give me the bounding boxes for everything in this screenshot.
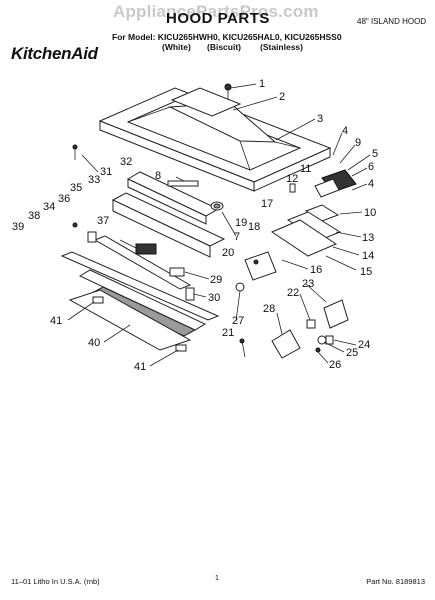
- screw-34: [72, 222, 78, 228]
- clip-41a: [92, 296, 104, 304]
- callout-31: 31: [100, 166, 112, 178]
- footer-part-number: Part No. 8189813: [366, 577, 425, 586]
- callout-12: 12: [286, 173, 298, 185]
- socket-24: [325, 335, 334, 345]
- blower-7: [210, 201, 224, 211]
- callout-4b: 4: [368, 178, 374, 190]
- cover-23: [323, 299, 349, 329]
- socket-29: [169, 267, 185, 277]
- callout-17: 17: [261, 198, 273, 210]
- callout-8: 8: [155, 170, 161, 182]
- callout-33: 33: [88, 174, 100, 186]
- callout-38: 38: [28, 210, 40, 222]
- callout-41b: 41: [134, 361, 146, 373]
- callouts: 1 2 3 4 9 5 6 4 10 11 12 13 14 15 16 17 …: [12, 78, 378, 373]
- callout-14: 14: [362, 250, 374, 262]
- callout-25: 25: [346, 347, 358, 359]
- screw-31: [72, 144, 78, 160]
- hood-canopy: [98, 87, 332, 192]
- callout-40: 40: [88, 337, 100, 349]
- callout-15: 15: [360, 266, 372, 278]
- control-board: [244, 251, 277, 281]
- screw-1: [224, 83, 232, 100]
- footer-page-number: 1: [215, 575, 219, 582]
- bracket-21: [239, 338, 246, 358]
- callout-22: 22: [287, 287, 299, 299]
- callout-36: 36: [58, 193, 70, 205]
- callout-18: 18: [248, 221, 260, 233]
- variant-biscuit: (Biscuit): [207, 42, 241, 52]
- model-numbers: For Model: KICU265HWH0, KICU265HAL0, KIC…: [112, 32, 342, 42]
- callout-26: 26: [329, 359, 341, 371]
- clip-22: [306, 319, 316, 329]
- callout-37: 37: [97, 215, 109, 227]
- callout-2: 2: [279, 91, 285, 103]
- transformer-35: [119, 239, 157, 255]
- callout-1: 1: [259, 78, 265, 90]
- bracket-8: [167, 180, 199, 187]
- callout-5: 5: [372, 148, 378, 160]
- clip-36: [87, 231, 97, 243]
- leader-lines: [67, 83, 371, 367]
- callout-4a: 4: [342, 125, 348, 137]
- callout-6: 6: [368, 161, 374, 173]
- nut-26: [315, 347, 321, 353]
- model-type-label: 48" ISLAND HOOD: [357, 17, 427, 26]
- callout-39: 39: [12, 221, 24, 233]
- callout-20: 20: [222, 247, 234, 259]
- switch-assembly: [314, 169, 357, 198]
- callout-21: 21: [222, 327, 234, 339]
- callout-16: 16: [310, 264, 322, 276]
- top-cover: [170, 87, 242, 117]
- watermark-text: AppliancePartsPros.com: [113, 2, 319, 21]
- callout-35: 35: [70, 182, 82, 194]
- page-title: HOOD PARTS: [166, 10, 270, 27]
- callout-3: 3: [317, 113, 323, 125]
- control-housing: [270, 204, 342, 257]
- callout-28: 28: [263, 303, 275, 315]
- callout-19: 19: [235, 217, 247, 229]
- clip-12: [289, 183, 296, 193]
- kitchenaid-logo: KitchenAid: [11, 44, 98, 63]
- callout-7: 7: [234, 231, 240, 243]
- variant-white: (White): [162, 42, 191, 52]
- footer-litho: 11–01 Litho In U.S.A. (rnb): [11, 577, 100, 586]
- variant-stainless: (Stainless): [260, 42, 303, 52]
- light-rail: [60, 251, 220, 351]
- callout-10: 10: [364, 207, 376, 219]
- callout-29: 29: [210, 274, 222, 286]
- callout-11: 11: [300, 163, 311, 175]
- callout-9: 9: [355, 137, 361, 149]
- callout-30: 30: [208, 292, 220, 304]
- callout-34: 34: [43, 201, 55, 213]
- tube-37: [93, 235, 192, 290]
- knob-27: [235, 282, 245, 292]
- callout-41a: 41: [50, 315, 62, 327]
- clip-41b: [175, 344, 187, 352]
- light-cover-28: [271, 329, 301, 359]
- callout-27: 27: [232, 315, 244, 327]
- callout-13: 13: [362, 232, 374, 244]
- callout-23: 23: [302, 278, 314, 290]
- bracket-30: [185, 287, 195, 301]
- callout-32: 32: [120, 156, 132, 168]
- callout-24: 24: [358, 339, 370, 351]
- duct-panel: [111, 171, 226, 258]
